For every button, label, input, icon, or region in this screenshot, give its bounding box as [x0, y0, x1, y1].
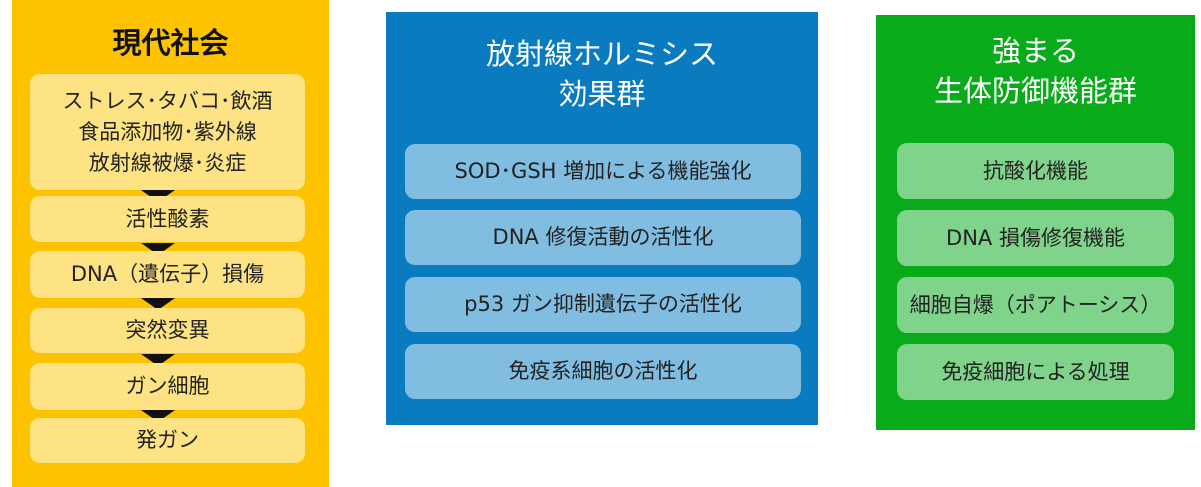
hormesis-item: DNA 修復活動の活性化	[405, 210, 801, 265]
modern-society-panel: 現代社会 ストレス･タバコ･飲酒 食品添加物･紫外線 放射線被爆･炎症 活性酸素…	[12, 0, 329, 487]
hormesis-item: SOD･GSH 増加による機能強化	[405, 144, 801, 199]
step-box: 発ガン	[30, 418, 305, 463]
step-box: DNA（遺伝子）損傷	[30, 251, 305, 298]
hormesis-panel: 放射線ホルミシス 効果群 SOD･GSH 増加による機能強化 DNA 修復活動の…	[386, 12, 818, 425]
step-box: 活性酸素	[30, 196, 305, 242]
hormesis-title: 放射線ホルミシス 効果群	[485, 37, 718, 111]
defense-item: 免疫細胞による処理	[897, 344, 1174, 400]
hormesis-item: 免疫系細胞の活性化	[405, 344, 801, 399]
defense-panel: 強まる 生体防御機能群 抗酸化機能 DNA 損傷修復機能 細胞自爆（ポアトーシス…	[876, 15, 1195, 430]
step-box: ガン細胞	[30, 363, 305, 410]
cause-factors-box: ストレス･タバコ･飲酒 食品添加物･紫外線 放射線被爆･炎症	[30, 74, 305, 190]
hormesis-item: p53 ガン抑制遺伝子の活性化	[405, 277, 801, 332]
defense-title: 強まる 生体防御機能群	[933, 34, 1137, 108]
defense-item: DNA 損傷修復機能	[897, 210, 1174, 266]
arrow-down-icon	[141, 298, 175, 310]
defense-item: 抗酸化機能	[897, 143, 1174, 199]
defense-item: 細胞自爆（ポアトーシス）	[897, 277, 1174, 333]
step-box: 突然変異	[30, 308, 305, 353]
modern-society-title: 現代社会	[112, 26, 229, 60]
